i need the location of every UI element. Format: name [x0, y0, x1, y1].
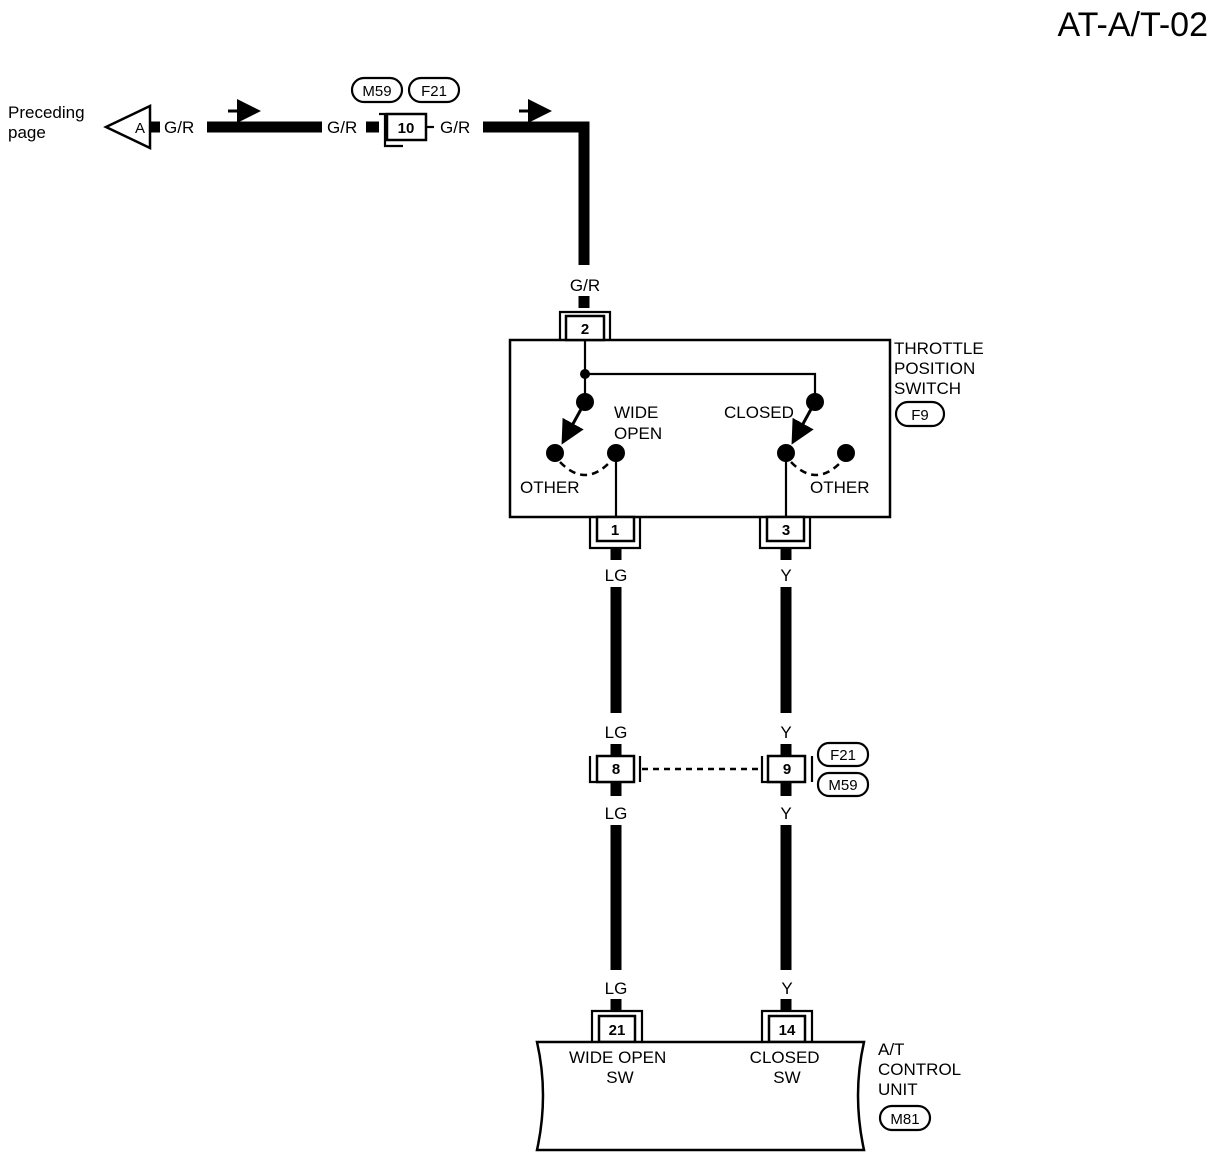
- wire-top-right: [483, 121, 590, 265]
- connector-ref-m59-top: M59: [350, 76, 404, 104]
- svg-text:8: 8: [612, 761, 620, 778]
- closed-label: CLOSED: [724, 403, 794, 422]
- switch-left-arm: [561, 401, 587, 445]
- connector-ref-m81: M81: [878, 1104, 932, 1132]
- connector-letter: A: [135, 120, 145, 137]
- junction-connector-10: 10: [379, 112, 434, 148]
- control-unit-body: [535, 1040, 866, 1152]
- connector-ref-f21-bottom: F21: [816, 741, 870, 768]
- svg-text:10: 10: [398, 120, 415, 137]
- preceding-page-label: Preceding page: [8, 103, 89, 142]
- switch-left-other-contact: [546, 444, 564, 462]
- preceding-line-2: page: [8, 123, 46, 142]
- wire-label-y-4: Y: [781, 979, 792, 998]
- switch-right-other-contact: [837, 444, 855, 462]
- wire-label-top-mid: G/R: [327, 118, 357, 137]
- wire-label-lg-1: LG: [605, 566, 628, 585]
- control-unit-pin-21-connector: 21: [590, 1009, 644, 1044]
- switch-right-dashed-link: [790, 461, 842, 477]
- throttle-pin-1-connector: 1: [588, 515, 642, 550]
- connector-ref-f9: F9: [894, 400, 946, 428]
- wire-label-y-1: Y: [780, 566, 791, 585]
- other-label-left: OTHER: [520, 478, 580, 497]
- wire-label-y-2: Y: [780, 723, 791, 742]
- connector-ref-f21-top: F21: [407, 76, 461, 104]
- svg-text:1: 1: [611, 522, 619, 539]
- svg-text:F21: F21: [830, 747, 856, 764]
- switch-right-arm: [791, 401, 817, 445]
- connector-ref-m59-bottom: M59: [816, 771, 870, 798]
- throttle-pin-2-connector: 2: [558, 310, 612, 342]
- svg-text:9: 9: [783, 761, 791, 778]
- svg-text:2: 2: [581, 321, 589, 338]
- svg-text:14: 14: [779, 1022, 796, 1039]
- diagram-id: AT-A/T-02: [1057, 6, 1208, 44]
- control-unit-wide-open-sw: WIDE OPEN SW: [569, 1048, 671, 1087]
- preceding-line-1: Preceding: [8, 103, 85, 122]
- preceding-page-connector-icon[interactable]: A: [103, 104, 152, 150]
- junction-connector-8: 8: [588, 754, 642, 784]
- svg-text:21: 21: [609, 1022, 626, 1039]
- control-unit-closed-sw: CLOSED SW: [750, 1048, 825, 1087]
- svg-text:M81: M81: [890, 1111, 919, 1128]
- wire-label-top-left: G/R: [164, 118, 194, 137]
- junction-connector-9: 9: [760, 754, 814, 784]
- wire-label-lg-2: LG: [605, 723, 628, 742]
- switch-branch-line: [585, 372, 817, 400]
- wire-label-vertical: G/R: [570, 276, 600, 295]
- svg-text:M59: M59: [828, 777, 857, 794]
- svg-text:F9: F9: [911, 407, 929, 424]
- wire-label-y-3: Y: [780, 804, 791, 823]
- wide-open-label: WIDE OPEN: [614, 403, 663, 443]
- svg-text:M59: M59: [362, 83, 391, 100]
- other-label-right: OTHER: [810, 478, 870, 497]
- wire-label-top-right: G/R: [440, 118, 470, 137]
- svg-text:3: 3: [782, 522, 790, 539]
- wire-label-lg-3: LG: [605, 804, 628, 823]
- svg-text:F21: F21: [421, 83, 447, 100]
- switch-left-dashed-link: [559, 461, 611, 477]
- control-unit-pin-14-connector: 14: [760, 1009, 814, 1044]
- throttle-switch-name: THROTTLE POSITION SWITCH: [894, 339, 988, 398]
- wire-label-lg-4: LG: [605, 979, 628, 998]
- control-unit-name: A/T CONTROL UNIT: [878, 1040, 965, 1099]
- throttle-pin-3-connector: 3: [758, 515, 812, 550]
